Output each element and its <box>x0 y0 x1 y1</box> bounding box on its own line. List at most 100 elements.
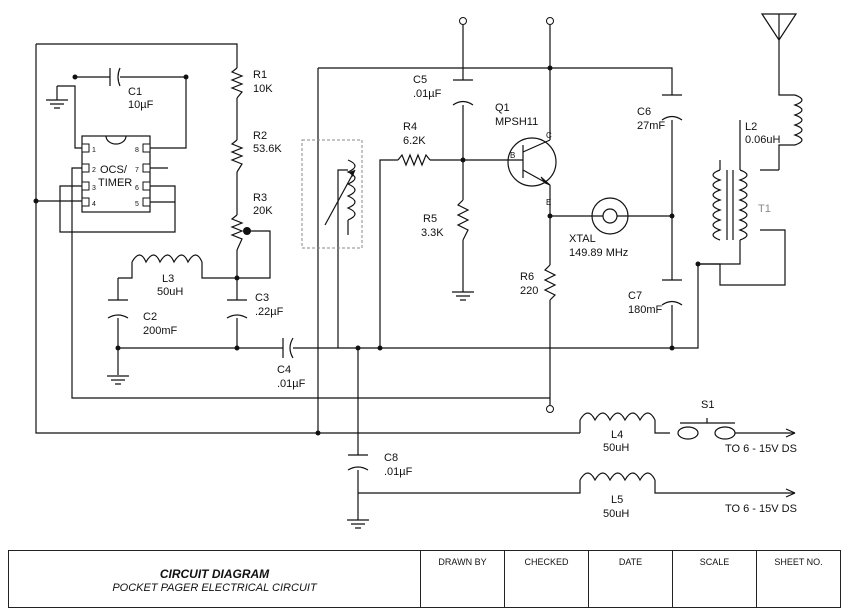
ic-pin-label: 7 <box>135 167 139 174</box>
label-r5-ref: R5 <box>423 213 437 225</box>
label-q1-value: MPSH11 <box>495 116 538 128</box>
ic-pin-label: 6 <box>135 185 139 192</box>
crystal-xtal <box>590 197 630 235</box>
junction-dot <box>377 345 383 351</box>
junction-dot <box>234 275 240 281</box>
label-r2-value: 53.6K <box>253 143 282 155</box>
capacitor-c6 <box>661 94 683 121</box>
label-c1-value: 10µF <box>128 99 154 111</box>
junction-dot <box>183 74 189 80</box>
ground-icon <box>452 291 474 301</box>
label-c1-ref: C1 <box>128 86 142 98</box>
label-c2-ref: C2 <box>143 311 157 323</box>
label-r6-value: 220 <box>520 285 538 297</box>
inductor-l2 <box>793 94 803 146</box>
arrow-right-icon <box>785 488 796 498</box>
capacitors <box>107 67 683 471</box>
label-c2-value: 200mF <box>143 325 178 337</box>
label-c8-ref: C8 <box>384 452 398 464</box>
title-block: CIRCUIT DIAGRAM POCKET PAGER ELECTRICAL … <box>8 550 841 608</box>
terminal-open <box>459 17 467 25</box>
label-l2-value: 0.06uH <box>745 134 781 146</box>
label-l3-ref: L3 <box>162 273 174 285</box>
junction-dot <box>547 65 553 71</box>
label-c7-ref: C7 <box>628 290 642 302</box>
label-l2-ref: L2 <box>745 121 757 133</box>
ic-pin-label: 5 <box>135 201 139 208</box>
variable-coil <box>301 139 363 249</box>
junction-dot <box>33 198 39 204</box>
ground-icon <box>347 519 369 529</box>
capacitor-c1 <box>109 67 121 87</box>
label-r2-ref: R2 <box>253 130 267 142</box>
junction-dot <box>315 430 321 436</box>
label-r3-value: 20K <box>253 205 273 217</box>
transistor-pin-e: E <box>546 198 551 207</box>
junction-dot <box>115 345 121 351</box>
label-r3-ref: R3 <box>253 192 267 204</box>
label-xtal-value: 149.89 MHz <box>569 247 628 259</box>
inductors <box>131 94 803 482</box>
ic-pin-label: 8 <box>135 147 139 154</box>
label-c7-value: 180mF <box>628 304 663 316</box>
resistor-r3 <box>230 214 244 251</box>
junction-dot <box>355 345 361 351</box>
inductor-l4 <box>579 412 656 422</box>
terminals <box>459 17 554 413</box>
label-c8-value: .01µF <box>384 466 413 478</box>
junction-dot <box>669 345 675 351</box>
terminal-open <box>546 17 554 25</box>
arrow-right-icon <box>785 428 796 438</box>
junction-dot <box>460 157 466 163</box>
terminal-open <box>546 405 554 413</box>
label-l4-ref: L4 <box>611 429 623 441</box>
resistor-r1 <box>230 67 244 99</box>
circuit-schematic: 1 2 3 4 5 6 7 8 OCS/ TIMER <box>33 13 803 529</box>
label-c3-ref: C3 <box>255 292 269 304</box>
transistor-q1: B C E <box>505 131 557 207</box>
label-r6-ref: R6 <box>520 271 534 283</box>
junction-dot <box>72 74 78 80</box>
label-q1-ref: Q1 <box>495 102 510 114</box>
label-c5-value: .01µF <box>413 88 442 100</box>
capacitor-c3 <box>226 299 248 319</box>
ic-pin-label: 1 <box>92 147 96 154</box>
resistor-r6 <box>543 264 557 301</box>
label-c6-value: 27mF <box>637 120 665 132</box>
label-r4-ref: R4 <box>403 121 417 133</box>
label-c5-ref: C5 <box>413 74 427 86</box>
ic-name-line1: OCS/ <box>100 164 128 176</box>
ic-pin-label: 2 <box>92 167 96 174</box>
transistor-pin-b: B <box>510 151 515 160</box>
capacitor-c2 <box>107 299 129 319</box>
junction-dots <box>33 65 701 436</box>
title-block-subtitle: POCKET PAGER ELECTRICAL CIRCUIT <box>112 582 317 594</box>
capacitor-c5 <box>452 79 474 106</box>
label-c4-ref: C4 <box>277 364 291 376</box>
label-t1-ref: T1 <box>758 203 771 215</box>
component-labels: C1 10µF R1 10K R2 53.6K R3 20K L3 50uH C… <box>128 69 797 520</box>
label-output-2: TO 6 - 15V DS <box>725 503 797 515</box>
transistor-pin-c: C <box>546 131 552 140</box>
label-c3-value: .22µF <box>255 306 284 318</box>
inductor-l5 <box>579 472 656 482</box>
transformer-t1 <box>712 160 779 241</box>
label-c6-ref: C6 <box>637 106 651 118</box>
label-l5-value: 50uH <box>603 508 629 520</box>
antenna-icon <box>760 13 798 42</box>
label-c4-value: .01µF <box>277 378 306 390</box>
capacitor-c4 <box>282 337 294 359</box>
junction-dot <box>695 261 701 267</box>
ic-pin-label: 3 <box>92 185 96 192</box>
ground-icon <box>46 86 68 109</box>
title-block-drawn-by: DRAWN BY <box>421 551 505 607</box>
label-output-1: TO 6 - 15V DS <box>725 443 797 455</box>
capacitor-c7 <box>661 279 683 306</box>
label-r1-ref: R1 <box>253 69 267 81</box>
title-block-title: CIRCUIT DIAGRAM <box>159 567 270 581</box>
title-block-main: CIRCUIT DIAGRAM POCKET PAGER ELECTRICAL … <box>9 551 421 607</box>
label-l4-value: 50uH <box>603 442 629 454</box>
junction-dot <box>234 345 240 351</box>
junction-dot <box>243 227 251 235</box>
label-r4-value: 6.2K <box>403 135 426 147</box>
